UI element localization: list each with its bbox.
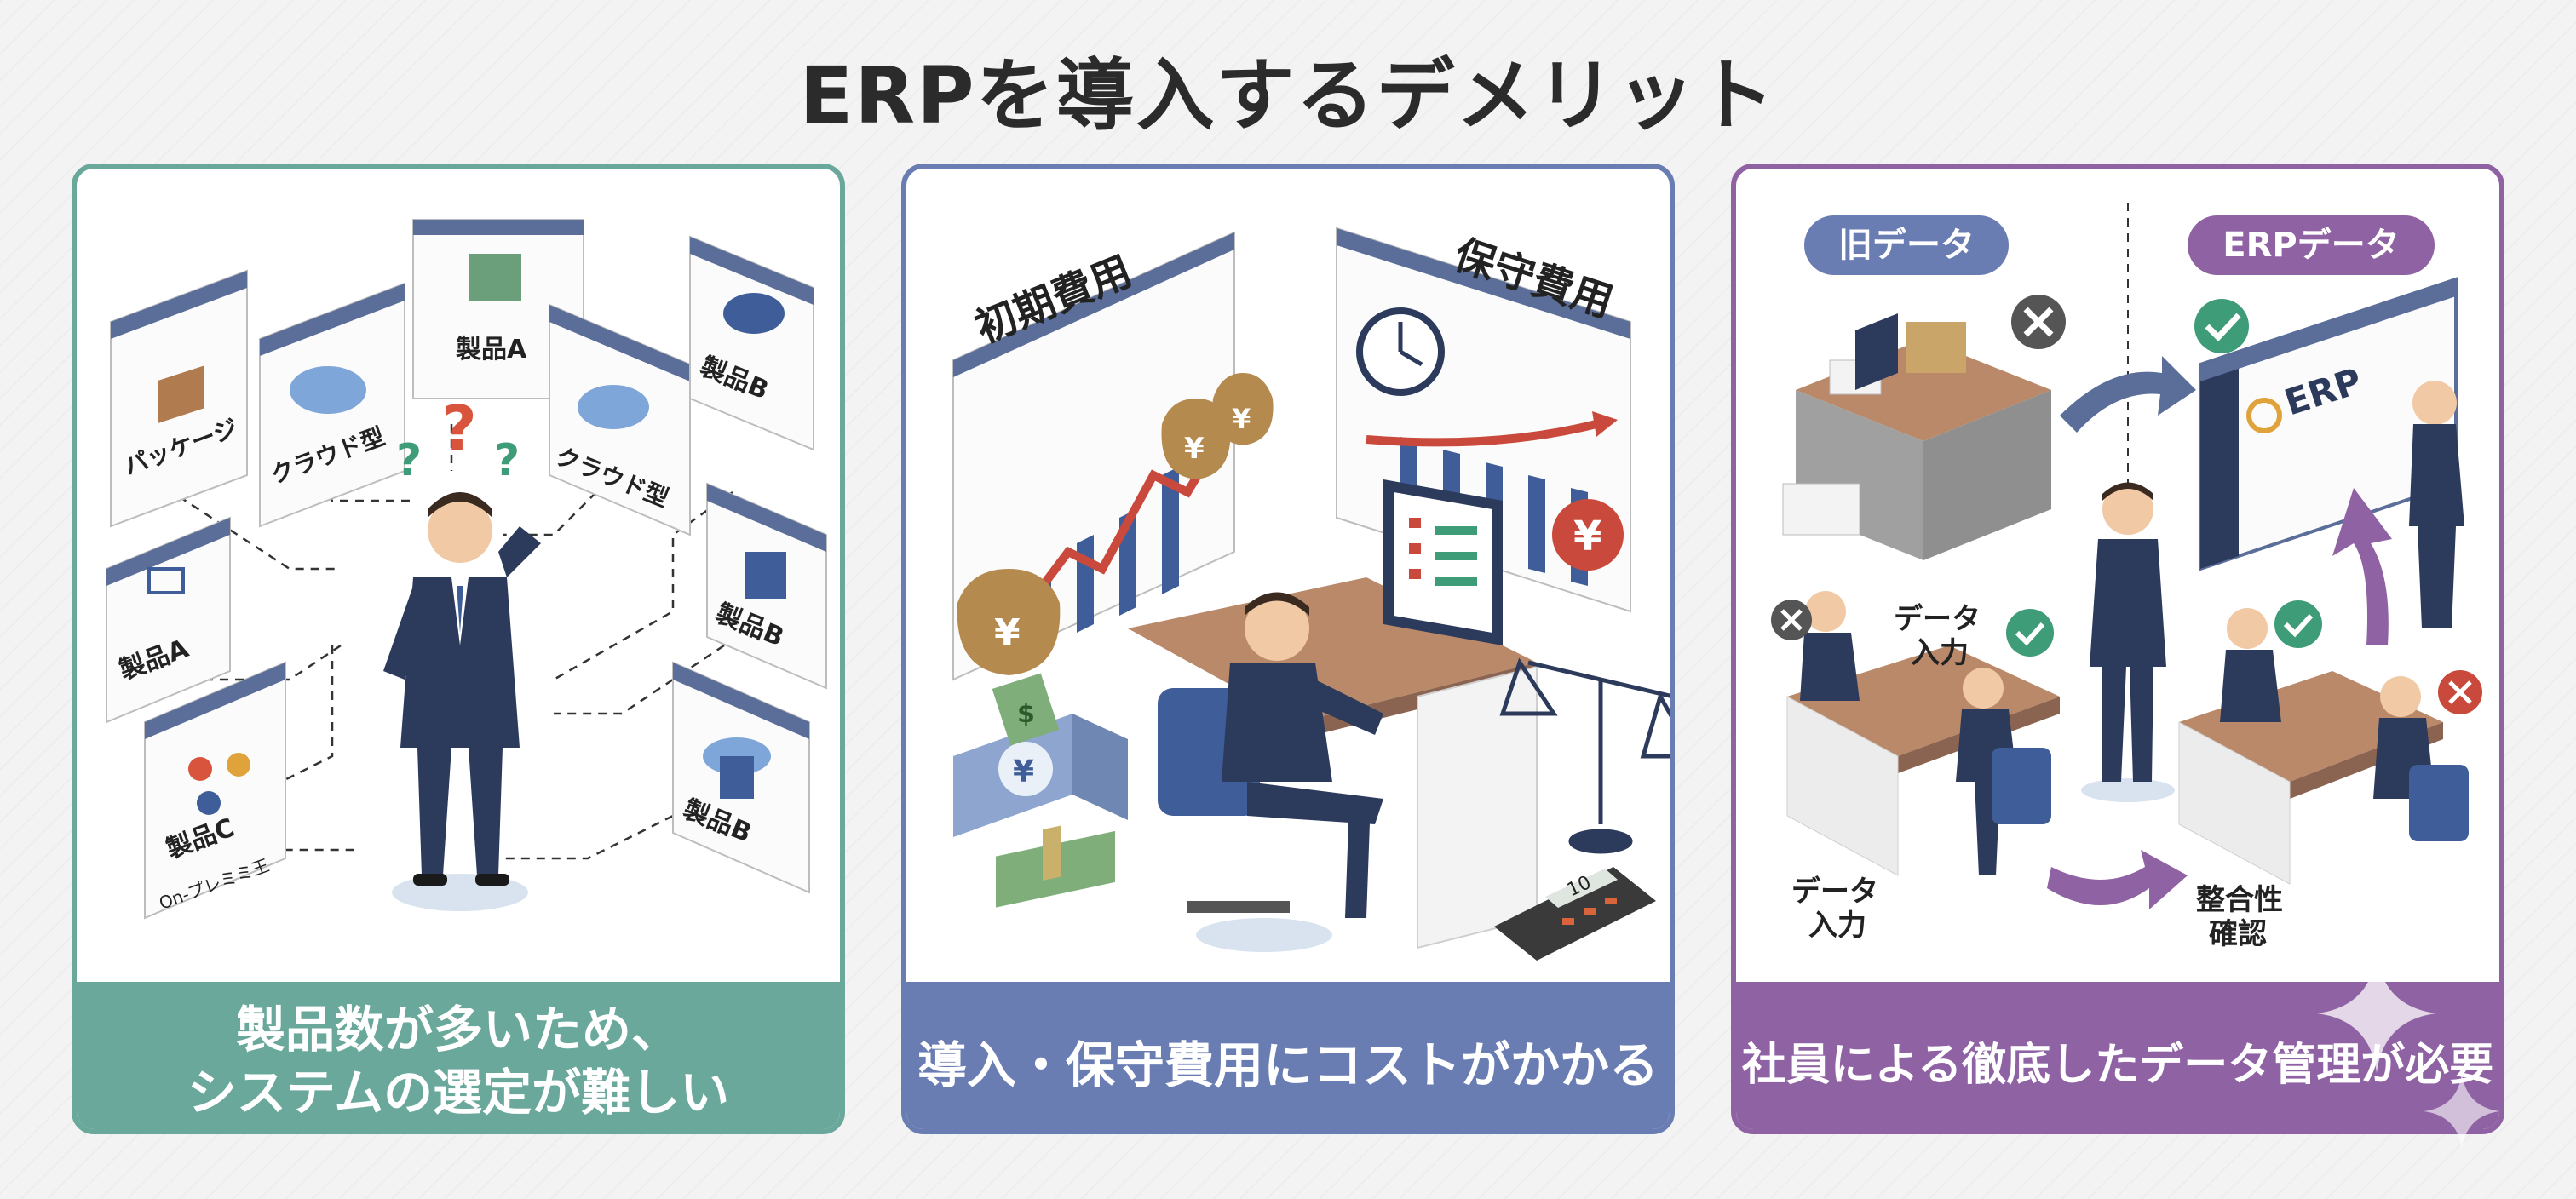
yen-bag-small-2: ¥ [1232,403,1251,435]
page-title: ERPを導入するデメリット [799,50,1777,141]
old-data-x-icon [2011,295,2066,349]
cost-illustration: 初期費用 保守費用 ¥ ¥ ¥ [952,227,1670,961]
consistency-arrow [2047,850,2188,909]
yen-bag-large: ¥ [994,611,1021,655]
window-cloud-2: クラウド型 [549,303,691,536]
window-cloud-1: クラウド型 [259,282,405,528]
consistency-x-icon [2438,670,2482,714]
panel-data-management: 旧データ ERPデータ ERP [1731,164,2504,1134]
panel-cost: 初期費用 保守費用 ¥ ¥ ¥ [901,164,1675,1134]
data-entry-left-x-icon [1771,600,1812,640]
cash-box: ¥ $ [953,673,1128,908]
window-product-b-mid: 製品B [706,482,827,690]
maintenance-cost-board: 保守費用 ¥ [1336,227,1631,613]
window-product-a-left: 製品A [106,516,231,724]
confused-businessman [383,492,541,911]
yen-bag-small-1: ¥ [1184,432,1205,466]
upward-arrow [2332,488,2392,645]
sparkle-icon [2317,954,2500,1150]
office-desk [1128,479,1538,949]
label-data-entry-2-line2: 入力 [1808,909,1866,943]
product-selection-illustration: パッケージ クラウド型 製品A クラウド型 製品B [106,219,827,920]
old-data-label: 旧データ [1838,226,1975,265]
consistency-desk-right [2178,608,2469,885]
consistency-check-icon [2274,600,2322,648]
yen-coin-red: ¥ [1573,513,1601,560]
erp-screen: ERP [2199,277,2458,571]
question-mark-center: ? [441,393,477,464]
panel-2-caption: 導入・保守費用にコストがかかる [906,982,1670,1129]
erp-data-badge: ERPデータ [2188,215,2435,275]
question-marks: ? ? ? [396,393,520,486]
old-desk [1782,313,2051,560]
question-mark-left: ? [396,435,422,486]
label-consistency-line1: 整合性 [2196,883,2283,917]
label-product-a-top: 製品A [456,335,527,364]
label-data-entry-1-line2: 入力 [1911,636,1969,670]
erp-data-label: ERPデータ [2222,226,2399,265]
data-management-illustration: 旧データ ERPデータ ERP [1771,203,2482,951]
label-consistency-line2: 確認 [2209,917,2267,951]
old-data-badge: 旧データ [1804,215,2009,275]
window-product-b-bottom: 製品B [672,661,810,894]
initial-cost-board: 初期費用 [952,231,1256,681]
window-product-c: 製品C On-プレミミ王 [144,661,286,920]
balance-scale [1499,657,1670,854]
calculator: 10 [1494,867,1656,961]
panel-2-caption-text: 導入・保守費用にコストがかかる [917,1036,1659,1094]
label-data-entry-1-line1: データ [1894,602,1981,636]
panel-3-caption-text: 社員による徹底したデータ管理が必要 [1741,1040,2494,1091]
panel-product-selection: パッケージ クラウド型 製品A クラウド型 製品B [72,164,845,1134]
panel-1-caption: 製品数が多いため、 システムの選定が難しい [77,982,840,1129]
worker-at-desk [1158,592,1383,952]
window-product-b-top: 製品B [689,235,814,451]
dollar-bill: $ [1017,699,1035,729]
standing-manager [2081,482,2175,802]
window-package: パッケージ [110,269,248,528]
label-data-entry-2-line1: データ [1791,875,1878,909]
data-entry-left-check-icon [2006,609,2054,657]
erp-check-icon [2194,299,2249,353]
presenter [2409,381,2464,628]
migration-arrow [2060,356,2196,433]
panel-1-caption-line-2: システムの選定が難しい [187,1063,730,1122]
money-bags: ¥ ¥ ¥ [957,373,1274,675]
data-entry-desk-left [1786,591,2060,876]
question-mark-right: ? [494,435,520,486]
yen-box: ¥ [1013,754,1034,789]
panel-1-caption-line-1: 製品数が多いため、 [235,1000,681,1058]
